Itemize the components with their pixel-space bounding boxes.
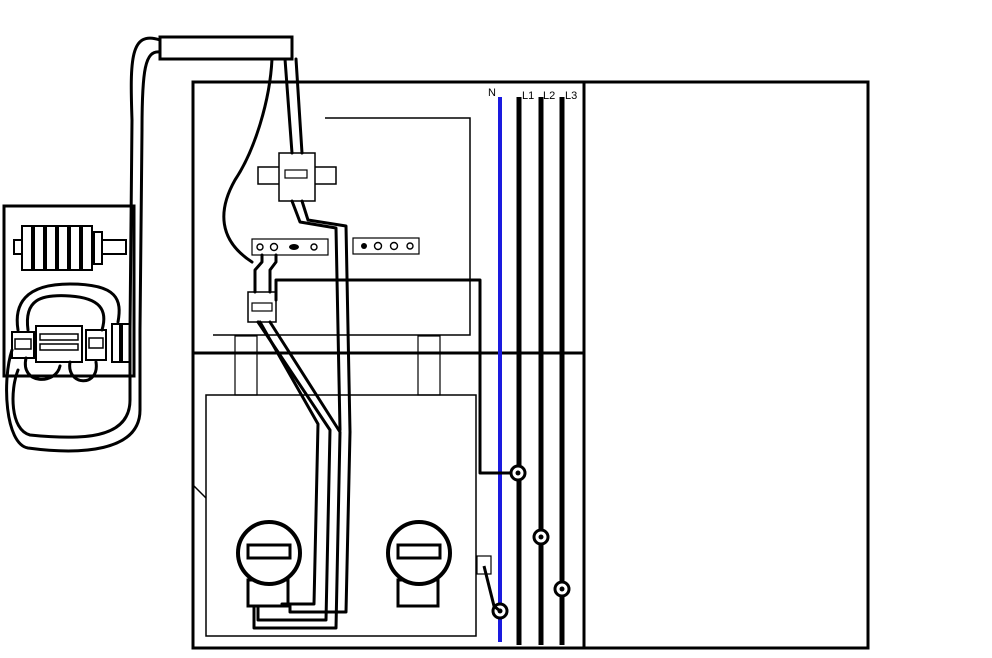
terminal-strip-right — [352, 237, 420, 255]
terminal-strip-left — [251, 238, 329, 256]
cross-connector — [257, 152, 337, 202]
busbar-group — [498, 97, 565, 645]
wiring — [5, 36, 513, 630]
fuse-box — [247, 291, 277, 323]
terminal-block — [2, 204, 136, 378]
busbar-label-l1: L1 — [522, 90, 534, 102]
cable-duct — [158, 35, 294, 61]
busbar-label-l3: L3 — [565, 90, 577, 102]
meter-left — [236, 520, 302, 608]
busbar-label-n: N — [488, 87, 496, 99]
connection-terminals — [491, 464, 571, 620]
meter-right — [386, 520, 452, 608]
busbar-label-l2: L2 — [543, 90, 555, 102]
